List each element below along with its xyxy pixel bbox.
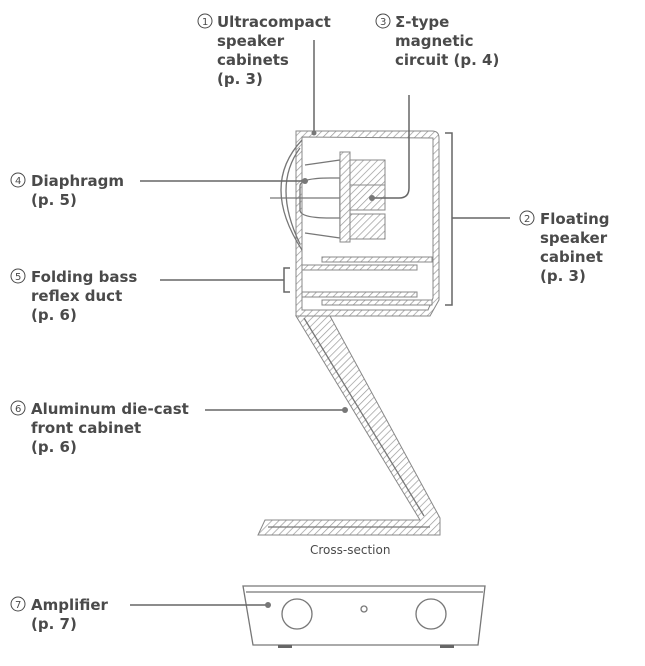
svg-text:reflex duct: reflex duct — [31, 287, 122, 305]
svg-text:(p. 3): (p. 3) — [540, 267, 586, 285]
speaker-cabinet — [295, 130, 440, 317]
svg-text:(p. 5): (p. 5) — [31, 191, 77, 209]
svg-text:1: 1 — [202, 17, 208, 28]
svg-text:front cabinet: front cabinet — [31, 419, 141, 437]
label-front-cabinet: 6 Aluminum die-cast front cabinet (p. 6) — [10, 400, 189, 456]
svg-text:magnetic: magnetic — [395, 32, 474, 50]
svg-text:3: 3 — [380, 17, 386, 28]
svg-text:(p. 3): (p. 3) — [217, 70, 263, 88]
svg-text:(p. 7): (p. 7) — [31, 615, 77, 633]
indicator-led — [360, 605, 368, 613]
duct-wall — [321, 256, 433, 263]
duct-wall — [321, 299, 433, 306]
svg-text:cabinet: cabinet — [540, 248, 603, 266]
svg-text:6: 6 — [15, 404, 21, 415]
svg-text:Ultracompact: Ultracompact — [217, 13, 331, 31]
leader-lines — [130, 40, 510, 608]
svg-text:Σ-type: Σ-type — [395, 13, 449, 31]
svg-text:speaker: speaker — [217, 32, 285, 50]
aluminum-stand — [257, 315, 441, 536]
cross-section-caption: Cross-section — [310, 543, 390, 557]
svg-text:Floating: Floating — [540, 210, 610, 228]
amplifier-knob — [281, 598, 313, 630]
svg-text:2: 2 — [524, 214, 530, 225]
svg-text:Amplifier: Amplifier — [31, 596, 109, 614]
svg-text:Aluminum die-cast: Aluminum die-cast — [31, 400, 189, 418]
label-floating-cabinet: 2 Floating speaker cabinet (p. 3) — [519, 210, 610, 285]
label-bass-reflex-duct: 5 Folding bass reflex duct (p. 6) — [10, 268, 137, 324]
svg-text:(p. 6): (p. 6) — [31, 306, 77, 324]
label-diaphragm: 4 Diaphragm (p. 5) — [10, 172, 124, 209]
svg-text:4: 4 — [15, 176, 21, 187]
svg-text:Diaphragm: Diaphragm — [31, 172, 124, 190]
driver — [270, 139, 386, 251]
label-magnetic-circuit: 3 Σ-type magnetic circuit (p. 4) — [375, 13, 499, 69]
svg-text:(p. 6): (p. 6) — [31, 438, 77, 456]
amplifier-knob — [415, 598, 447, 630]
duct-wall — [301, 291, 418, 298]
svg-text:cabinets: cabinets — [217, 51, 289, 69]
svg-text:Folding bass: Folding bass — [31, 268, 137, 286]
svg-text:7: 7 — [15, 600, 21, 611]
svg-text:5: 5 — [15, 272, 21, 283]
label-amplifier: 7 Amplifier (p. 7) — [10, 596, 109, 633]
svg-text:speaker: speaker — [540, 229, 608, 247]
duct-wall — [301, 264, 418, 271]
label-ultracompact: 1 Ultracompact speaker cabinets (p. 3) — [197, 13, 331, 88]
svg-text:circuit (p. 4): circuit (p. 4) — [395, 51, 499, 69]
amplifier — [242, 585, 486, 648]
